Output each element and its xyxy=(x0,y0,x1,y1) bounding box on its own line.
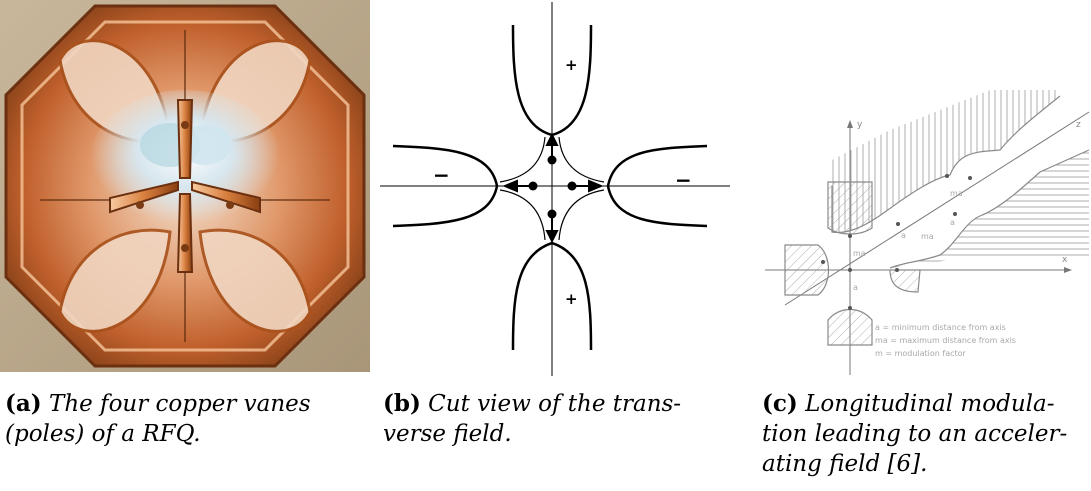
sign-right: − xyxy=(675,168,692,192)
caption-a-line-1: The four copper vanes xyxy=(48,391,311,417)
figure-b: + + − − (b) Cut view of the trans- verse… xyxy=(375,0,735,491)
caption-c-line-1: Longitudinal modula- xyxy=(805,391,1055,417)
label-a-3: a xyxy=(950,218,955,227)
sign-top: + xyxy=(565,56,578,74)
label-a-2: a xyxy=(901,231,906,240)
charge-left xyxy=(528,181,538,191)
figure-a: (a) The four copper vanes (poles) of a R… xyxy=(0,0,370,491)
caption-b-line-1: Cut view of the trans- xyxy=(428,391,682,417)
sign-bottom: + xyxy=(565,290,578,308)
label-ma-3: ma xyxy=(950,189,963,198)
pole-left xyxy=(392,144,499,228)
caption-b-line-2: verse field. xyxy=(383,421,512,447)
legend-line-1: a = minimum distance from axis xyxy=(875,323,1006,332)
vane-section-bottom xyxy=(827,308,873,346)
vane-section-left xyxy=(784,244,829,296)
figure-c: y x z ma a a ma ma a a = minimum distanc… xyxy=(740,0,1091,491)
caption-c-line-2: tion leading to an acceler- xyxy=(762,421,1068,447)
sign-left: − xyxy=(433,163,450,187)
caption-a: (a) The four copper vanes (poles) of a R… xyxy=(5,389,311,449)
label-ma-2: ma xyxy=(921,232,934,241)
caption-a-label: (a) xyxy=(5,390,42,417)
rfq-photo xyxy=(0,0,370,372)
caption-a-line-2: (poles) of a RFQ. xyxy=(5,421,201,447)
caption-b-label: (b) xyxy=(383,390,421,417)
z-axis xyxy=(784,111,1090,306)
legend-line-2: ma = maximum distance from axis xyxy=(875,336,1016,345)
transverse-field-diagram: + + − − xyxy=(380,2,730,376)
charge-top xyxy=(547,155,557,165)
charge-right xyxy=(567,181,577,191)
label-a-1: a xyxy=(853,283,858,292)
caption-b: (b) Cut view of the trans- verse field. xyxy=(383,389,681,449)
modulation-diagram: y x z ma a a ma ma a a = minimum distanc… xyxy=(765,90,1090,375)
label-ma-1: ma xyxy=(853,249,866,258)
vane-section-right xyxy=(889,269,921,293)
y-axis-label: y xyxy=(857,120,863,130)
caption-c: (c) Longitudinal modula- tion leading to… xyxy=(762,389,1067,479)
pole-right xyxy=(606,144,708,228)
caption-c-line-3: ating field [6]. xyxy=(762,451,928,477)
charge-bottom xyxy=(547,209,557,219)
vane-section-top xyxy=(827,181,873,235)
caption-c-label: (c) xyxy=(762,390,798,417)
z-axis-label: z xyxy=(1076,120,1081,130)
legend-line-3: m = modulation factor xyxy=(875,349,967,358)
